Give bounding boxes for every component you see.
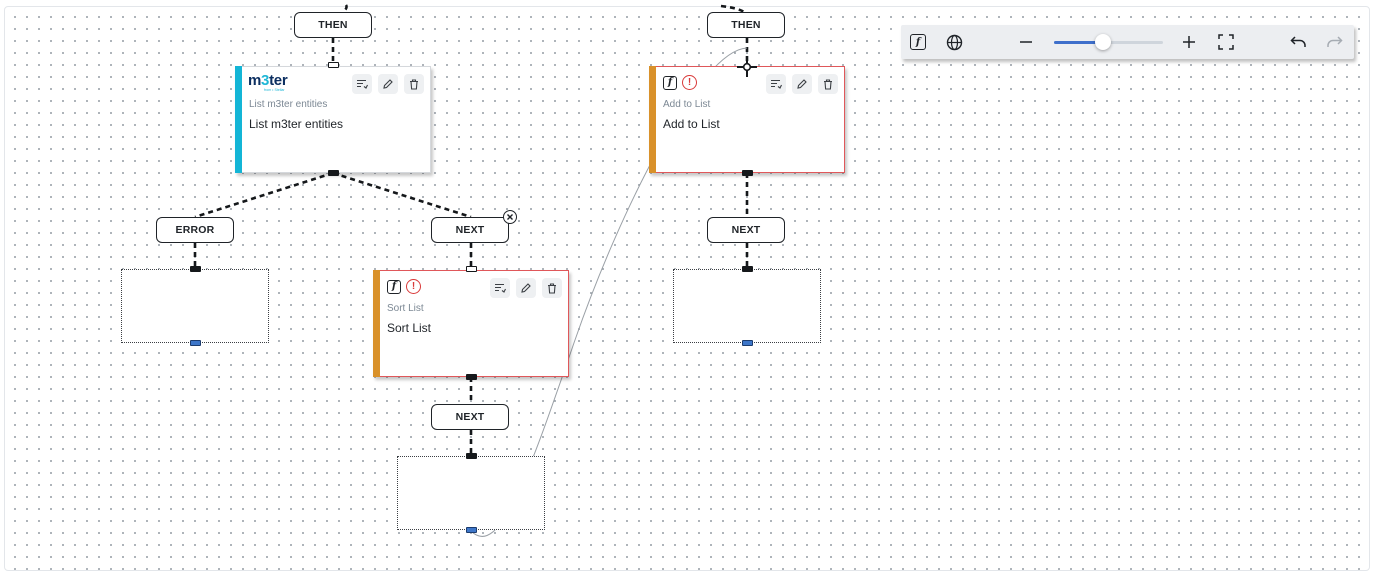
then-label-left-text: THEN — [318, 19, 348, 31]
warning-glyph: ! — [411, 280, 416, 292]
warning-icon: ! — [682, 75, 697, 90]
node-actions — [490, 278, 562, 298]
output-port[interactable] — [466, 374, 477, 380]
map-fields-icon[interactable] — [766, 74, 786, 94]
node-accent-bar — [649, 66, 656, 173]
next-label-right[interactable]: NEXT — [707, 217, 785, 243]
warning-icon: ! — [406, 279, 421, 294]
zoom-in-icon[interactable] — [1180, 33, 1198, 51]
logo-tagline: from • Stellar — [264, 88, 285, 92]
function-glyph: f — [391, 281, 397, 292]
canvas-toolbar: f — [901, 25, 1354, 59]
next-label-right-text: NEXT — [731, 224, 761, 236]
input-port[interactable] — [742, 266, 753, 272]
zoom-slider-fill — [1054, 41, 1104, 44]
function-icon-box: f — [910, 34, 926, 50]
input-port[interactable] — [328, 62, 339, 68]
output-port[interactable] — [466, 527, 477, 533]
delete-trash-icon[interactable] — [404, 74, 424, 94]
function-icon[interactable]: f — [909, 33, 927, 51]
node-subtitle: Sort List — [387, 303, 424, 314]
error-label[interactable]: ERROR — [156, 217, 234, 243]
output-port[interactable] — [742, 340, 753, 346]
globe-icon[interactable] — [945, 33, 963, 51]
zoom-out-icon[interactable] — [1017, 33, 1035, 51]
logo-part-a: m — [248, 72, 262, 89]
next-label-mid[interactable]: NEXT — [431, 217, 509, 243]
next-label-mid-text: NEXT — [455, 224, 485, 236]
undo-icon[interactable] — [1289, 33, 1307, 51]
error-label-text: ERROR — [175, 224, 215, 236]
node-accent-bar — [235, 66, 242, 173]
fit-view-icon[interactable] — [1217, 33, 1235, 51]
output-port[interactable] — [190, 340, 201, 346]
function-glyph: f — [915, 36, 921, 48]
node-list-m3ter-entities[interactable]: m3ter from • Stellar List m3ter entities… — [235, 66, 431, 173]
node-sort-list[interactable]: f ! Sort List Sort List — [373, 270, 569, 377]
node-add-to-list[interactable]: f ! Add to List Add to List — [649, 66, 845, 173]
node-subtitle: Add to List — [663, 99, 711, 110]
node-kind: f ! — [663, 75, 697, 90]
node-title: Sort List — [387, 321, 432, 335]
input-port[interactable] — [466, 453, 477, 459]
then-label-right[interactable]: THEN — [707, 12, 785, 38]
delete-trash-icon[interactable] — [542, 278, 562, 298]
then-label-left[interactable]: THEN — [294, 12, 372, 38]
empty-step-slot-add-next[interactable] — [673, 269, 821, 343]
function-icon: f — [663, 75, 677, 90]
output-port[interactable] — [742, 170, 753, 176]
map-fields-icon[interactable] — [490, 278, 510, 298]
delete-trash-icon[interactable] — [818, 74, 838, 94]
then-label-right-text: THEN — [731, 19, 761, 31]
input-port[interactable] — [190, 266, 201, 272]
next-label-sort[interactable]: NEXT — [431, 404, 509, 430]
node-actions — [352, 74, 424, 94]
move-cursor-icon — [736, 56, 758, 78]
edit-pencil-icon[interactable] — [516, 278, 536, 298]
output-port[interactable] — [328, 170, 339, 176]
edit-pencil-icon[interactable] — [792, 74, 812, 94]
edit-pencil-icon[interactable] — [378, 74, 398, 94]
next-label-sort-text: NEXT — [455, 411, 485, 423]
logo-part-dot: 3 — [261, 72, 270, 89]
node-title: Add to List — [663, 117, 720, 131]
input-port[interactable] — [466, 266, 477, 272]
empty-step-slot-sort-next[interactable] — [397, 456, 545, 530]
logo-part-b: ter — [269, 72, 288, 89]
node-subtitle: List m3ter entities — [249, 99, 328, 110]
remove-branch-icon[interactable] — [503, 210, 517, 224]
zoom-slider-thumb[interactable] — [1095, 34, 1112, 50]
node-actions — [766, 74, 838, 94]
warning-glyph: ! — [687, 76, 692, 88]
node-title: List m3ter entities — [249, 117, 344, 131]
function-glyph: f — [667, 77, 673, 88]
redo-icon[interactable] — [1325, 33, 1343, 51]
node-kind: f ! — [387, 279, 421, 294]
map-fields-icon[interactable] — [352, 74, 372, 94]
m3ter-logo: m3ter from • Stellar — [248, 73, 292, 93]
node-accent-bar — [373, 270, 380, 377]
empty-step-slot-error[interactable] — [121, 269, 269, 343]
function-icon: f — [387, 279, 401, 294]
